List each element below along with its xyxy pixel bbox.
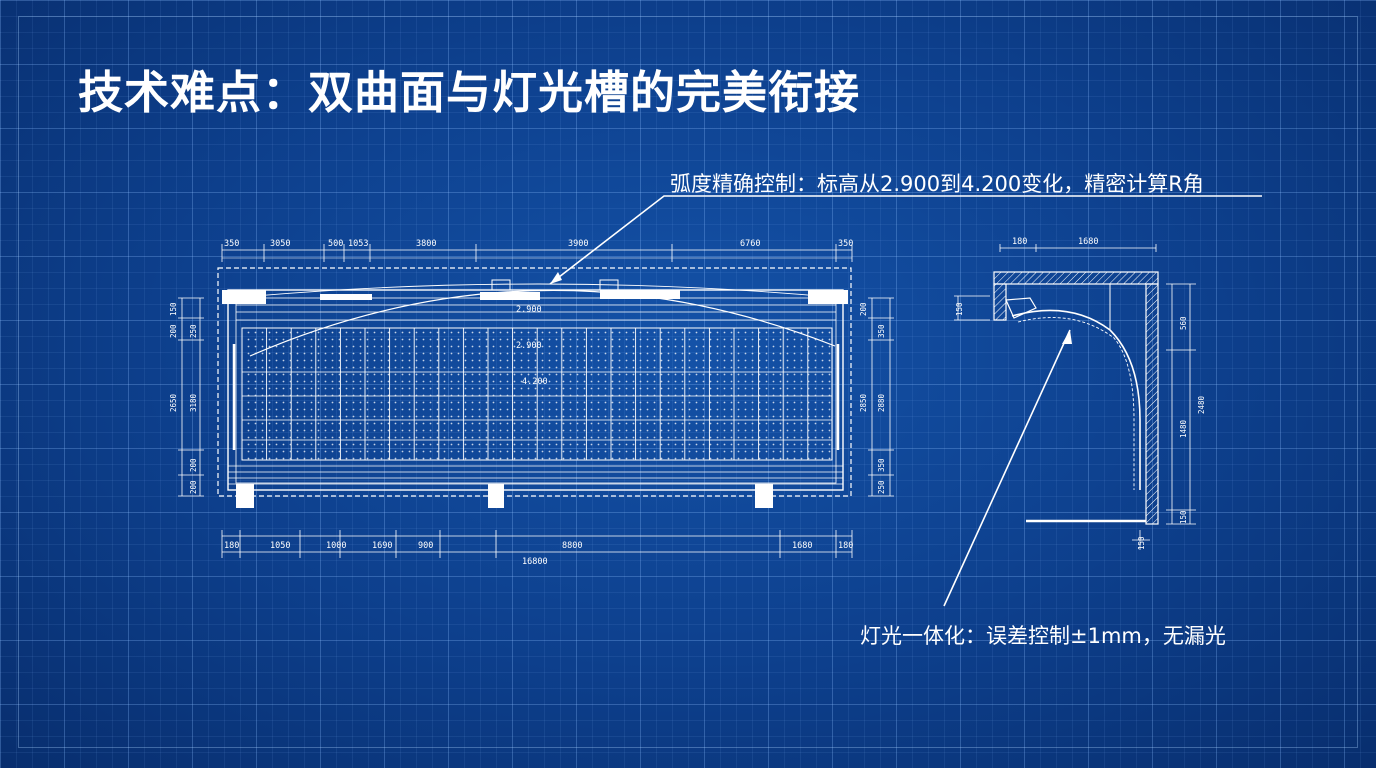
- dim-label: 3800: [416, 239, 436, 249]
- plan-column: [236, 484, 254, 508]
- blueprint-frame: [18, 16, 1358, 748]
- dim-label: 180: [224, 541, 239, 551]
- plan-outer-boundary: [217, 267, 852, 497]
- slide-title: 技术难点：双曲面与灯光槽的完美衔接: [78, 66, 861, 119]
- light-slot-fixture: [1005, 297, 1037, 319]
- dim-label: 3050: [270, 239, 290, 249]
- plan-block: [600, 290, 680, 299]
- dim-label: 150: [1179, 510, 1188, 524]
- elevation-label: 2.900: [516, 341, 542, 351]
- dim-label: 1480: [1179, 419, 1188, 438]
- ceiling-slab-hatch: [993, 271, 1159, 285]
- dim-label: 200: [169, 324, 178, 338]
- plan-block: [480, 292, 540, 300]
- dim-label: 900: [418, 541, 433, 551]
- dim-label: 2650: [169, 393, 178, 412]
- plan-fixture: [599, 279, 619, 291]
- dim-label: 2880: [877, 393, 886, 412]
- dim-label: 560: [1179, 316, 1188, 330]
- dim-label: 1680: [1078, 237, 1098, 247]
- plan-column: [488, 484, 504, 508]
- double-curve-surface: [1011, 309, 1141, 490]
- dim-label: 3900: [568, 239, 588, 249]
- plan-fixture: [491, 279, 511, 291]
- plan-dimension-labels: 350 3050 500 1053 3800 3900 6760 350 180…: [169, 239, 886, 567]
- leader-line-top: [549, 195, 1262, 285]
- dim-label: 2480: [1197, 395, 1206, 414]
- dim-label: 150: [955, 302, 964, 316]
- dim-label: 250: [877, 480, 886, 494]
- plan-block: [320, 294, 372, 300]
- dim-label: 1053: [348, 239, 368, 249]
- dim-label: 1690: [372, 541, 392, 551]
- dim-label: 250: [189, 324, 198, 338]
- dim-label: 200: [189, 480, 198, 494]
- dim-label: 350: [224, 239, 239, 249]
- dim-label: 3180: [189, 393, 198, 412]
- callout-leaders: [549, 195, 1262, 607]
- section-dimension-labels: 180 1680 150 560 2480 1480 150 150: [955, 237, 1206, 550]
- dim-total-label: 16800: [522, 557, 548, 567]
- leader-arrow-top: [550, 272, 562, 284]
- light-slot-section-drawing: [954, 244, 1196, 550]
- dim-label: 1000: [326, 541, 346, 551]
- callout-light-integration: 灯光一体化：误差控制±1mm，无漏光: [860, 624, 1226, 648]
- plan-block: [808, 290, 848, 304]
- plan-column: [755, 484, 773, 508]
- dim-label: 180: [1012, 237, 1027, 247]
- dim-label: 350: [838, 239, 853, 249]
- ceiling-plan-drawing: [178, 244, 894, 558]
- dim-label: 1050: [270, 541, 290, 551]
- elevation-label: 2.900: [516, 305, 542, 315]
- dim-label: 150: [169, 302, 178, 316]
- leader-arrow-bottom: [1062, 330, 1072, 344]
- wall-hatch: [1145, 283, 1159, 525]
- leader-line-bottom: [943, 329, 1071, 607]
- plan-inner-frame: [227, 289, 844, 491]
- panel-grid: [241, 328, 809, 460]
- dim-label: 1680: [792, 541, 812, 551]
- plan-block: [222, 290, 266, 304]
- dim-label: 2850: [859, 393, 868, 412]
- arch-curve-line: [249, 289, 836, 357]
- dim-label: 180: [838, 541, 853, 551]
- dim-label: 200: [859, 302, 868, 316]
- dim-label: 8800: [562, 541, 582, 551]
- dim-label: 150: [1137, 536, 1146, 550]
- dim-label: 200: [189, 458, 198, 472]
- callout-arc-control: 弧度精确控制：标高从2.900到4.200变化，精密计算R角: [670, 172, 1204, 196]
- dim-label: 500: [328, 239, 343, 249]
- dim-label: 350: [877, 324, 886, 338]
- dim-label: 6760: [740, 239, 760, 249]
- elevation-label: 4.200: [522, 377, 548, 387]
- dim-label: 350: [877, 458, 886, 472]
